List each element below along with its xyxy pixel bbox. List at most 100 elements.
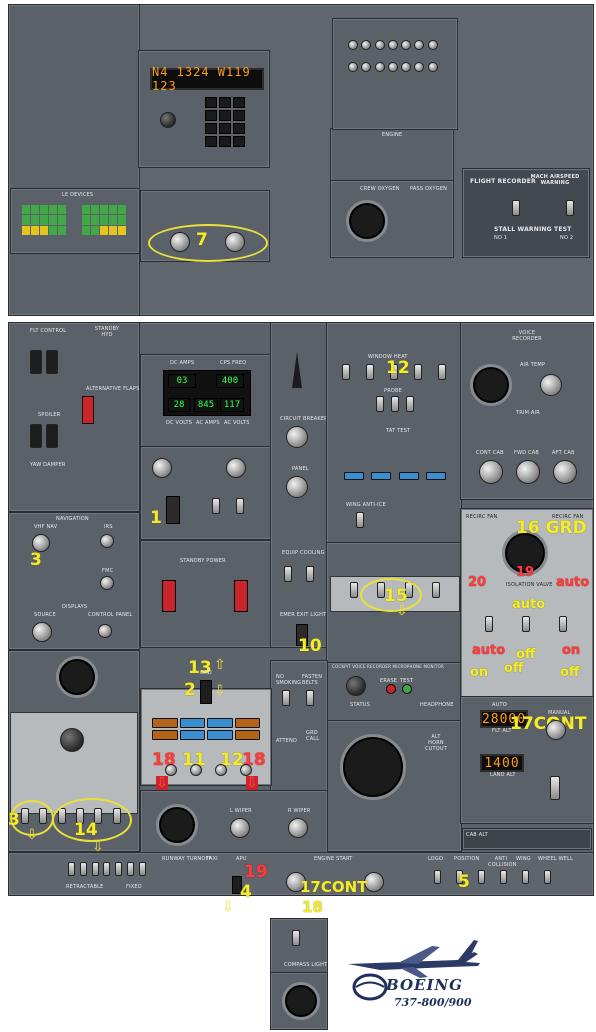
- fmc-knob[interactable]: [100, 576, 114, 590]
- emer-exit-lights-switch[interactable]: [296, 624, 308, 646]
- flight-recorder-label: FLIGHT RECORDER: [470, 178, 536, 185]
- apu-egt-gauge: [156, 804, 198, 846]
- panel-lights-knob[interactable]: [286, 476, 308, 498]
- annotation-4: 4: [240, 882, 252, 902]
- pressurization-mode-knob[interactable]: [546, 720, 566, 740]
- display-source-knob[interactable]: [32, 622, 52, 642]
- wing-anti-ice-switch[interactable]: [356, 512, 364, 528]
- window-heat-switches[interactable]: [334, 364, 454, 384]
- apu-label: APU: [236, 856, 247, 862]
- boeing-model: 737-800/900: [394, 996, 472, 1009]
- wheel-well-label: WHEEL WELL: [538, 856, 574, 862]
- status-label: STATUS: [350, 702, 370, 708]
- annotation-9-arrow: ⇧: [214, 657, 226, 673]
- land-alt-label: LAND ALT: [490, 772, 516, 778]
- top-left-panel: [8, 4, 140, 316]
- stall-test-2-switch[interactable]: [566, 200, 574, 216]
- l-wiper-knob[interactable]: [230, 818, 250, 838]
- crossfeed-selector[interactable]: [60, 728, 84, 752]
- control-panel-knob[interactable]: [98, 624, 112, 638]
- annotation-3a: 7: [196, 230, 208, 250]
- flt-control-a-switch[interactable]: [30, 350, 42, 374]
- recirc-fan-label-right: RECIRC FAN: [552, 514, 584, 520]
- top-right-breakers[interactable]: [348, 40, 438, 80]
- air-temp-source-knob[interactable]: [540, 374, 562, 396]
- vhf-nav-knob[interactable]: [32, 534, 50, 552]
- no-smoking-switch[interactable]: [282, 690, 290, 706]
- spoiler-b-switch[interactable]: [46, 424, 58, 448]
- crew-oxygen-label: CREW OXYGEN: [360, 186, 400, 192]
- spoiler-a-switch[interactable]: [30, 424, 42, 448]
- manual-label: MANUAL: [548, 710, 571, 716]
- ac-volts-label: AC VOLTS: [224, 420, 250, 426]
- engine-start-left-knob[interactable]: [286, 872, 306, 892]
- irs-display: N4 1324 W119 123: [150, 65, 264, 93]
- exterior-light-switches[interactable]: [426, 870, 558, 888]
- equip-cooling-supply[interactable]: [284, 566, 292, 582]
- annotation-14-arrow: ⇩: [396, 603, 408, 619]
- ground-power-switch[interactable]: [200, 680, 212, 704]
- r-wiper-knob[interactable]: [288, 818, 308, 838]
- annotation-on-left: auto: [472, 643, 506, 658]
- fuel-temp-gauge: [56, 656, 98, 698]
- fasten-belts-switch[interactable]: [306, 690, 314, 706]
- standby-power-guard-left[interactable]: [162, 580, 176, 612]
- compass-light-switch[interactable]: [292, 930, 300, 946]
- r-wiper-label: R WIPER: [288, 808, 311, 814]
- duct-pressure-gauge: [502, 530, 548, 576]
- dc-volts-label: DC VOLTS: [166, 420, 193, 426]
- wing-label: WING: [516, 856, 531, 862]
- landing-light-switches[interactable]: [66, 862, 148, 880]
- irs-label: IRS: [104, 524, 113, 530]
- stall-no2-label: NO 2: [560, 235, 574, 241]
- stall-test-1-switch[interactable]: [512, 200, 520, 216]
- irs-keypad[interactable]: [205, 97, 245, 147]
- cvr-monitor: [346, 676, 366, 696]
- ac-meter-select-knob[interactable]: [226, 458, 246, 478]
- outflow-valve-switch[interactable]: [550, 776, 560, 800]
- battery-switch[interactable]: [166, 496, 180, 524]
- standby-power-label: STANDBY POWER: [180, 558, 226, 564]
- boeing-brand-name: BOEING: [386, 976, 463, 994]
- standby-power-guard-right[interactable]: [234, 580, 248, 612]
- test-button[interactable]: [402, 684, 412, 694]
- dc-meter-select-knob[interactable]: [152, 458, 172, 478]
- aft-cab-label: AFT CAB: [552, 450, 575, 456]
- signs-panel: [270, 660, 328, 802]
- irs-display-select-knob[interactable]: [160, 112, 176, 128]
- annotation-oval-12: [52, 798, 132, 842]
- erase-label: ERASE: [380, 678, 398, 684]
- anti-collision-label: ANTI COLLISION: [488, 856, 517, 868]
- annotation-8: 12: [220, 750, 244, 770]
- boeing-airplane-icon: [348, 940, 480, 978]
- cockpit-voice-label: COCKPIT VOICE RECORDER MICROPHONE MONITO…: [332, 664, 444, 669]
- apu-switch[interactable]: [232, 876, 242, 894]
- equip-cooling-exhaust[interactable]: [306, 566, 314, 582]
- circuit-breaker-knob[interactable]: [286, 426, 308, 448]
- galley-switch[interactable]: [212, 498, 220, 514]
- auto-label: AUTO: [492, 702, 507, 708]
- displays-label: DISPLAYS: [62, 604, 88, 610]
- engine-start-right-knob[interactable]: [364, 872, 384, 892]
- l-wiper-label: L WIPER: [230, 808, 252, 814]
- erase-button[interactable]: [386, 684, 396, 694]
- annotation-18-left-arrow: ⇩: [156, 775, 168, 791]
- le-devices-lights-right: [82, 205, 126, 235]
- irs-knob[interactable]: [100, 534, 114, 548]
- headphone-label: HEADPHONE: [420, 702, 454, 708]
- air-temp-label: AIR TEMP: [520, 362, 546, 368]
- zone-temp-knobs[interactable]: [472, 460, 584, 486]
- flt-control-b-switch[interactable]: [46, 350, 58, 374]
- annotation-12: 14: [74, 820, 98, 840]
- generator-switches[interactable]: [158, 764, 258, 778]
- probe-heat-switches[interactable]: [372, 396, 418, 412]
- ac-volts-readout: 117: [220, 398, 244, 412]
- grd-call-label: GRD CALL: [306, 730, 320, 742]
- ac-amps-label: AC AMPS: [196, 420, 220, 426]
- alternate-flaps-guard[interactable]: [82, 396, 94, 424]
- bleed-switches[interactable]: [470, 616, 582, 636]
- air-temp-gauge: [470, 364, 512, 406]
- emer-exit-lights-label: EMER EXIT LIGHTS: [280, 612, 330, 618]
- ife-switch[interactable]: [236, 498, 244, 514]
- voice-recorder-label: VOICE RECORDER: [512, 330, 542, 342]
